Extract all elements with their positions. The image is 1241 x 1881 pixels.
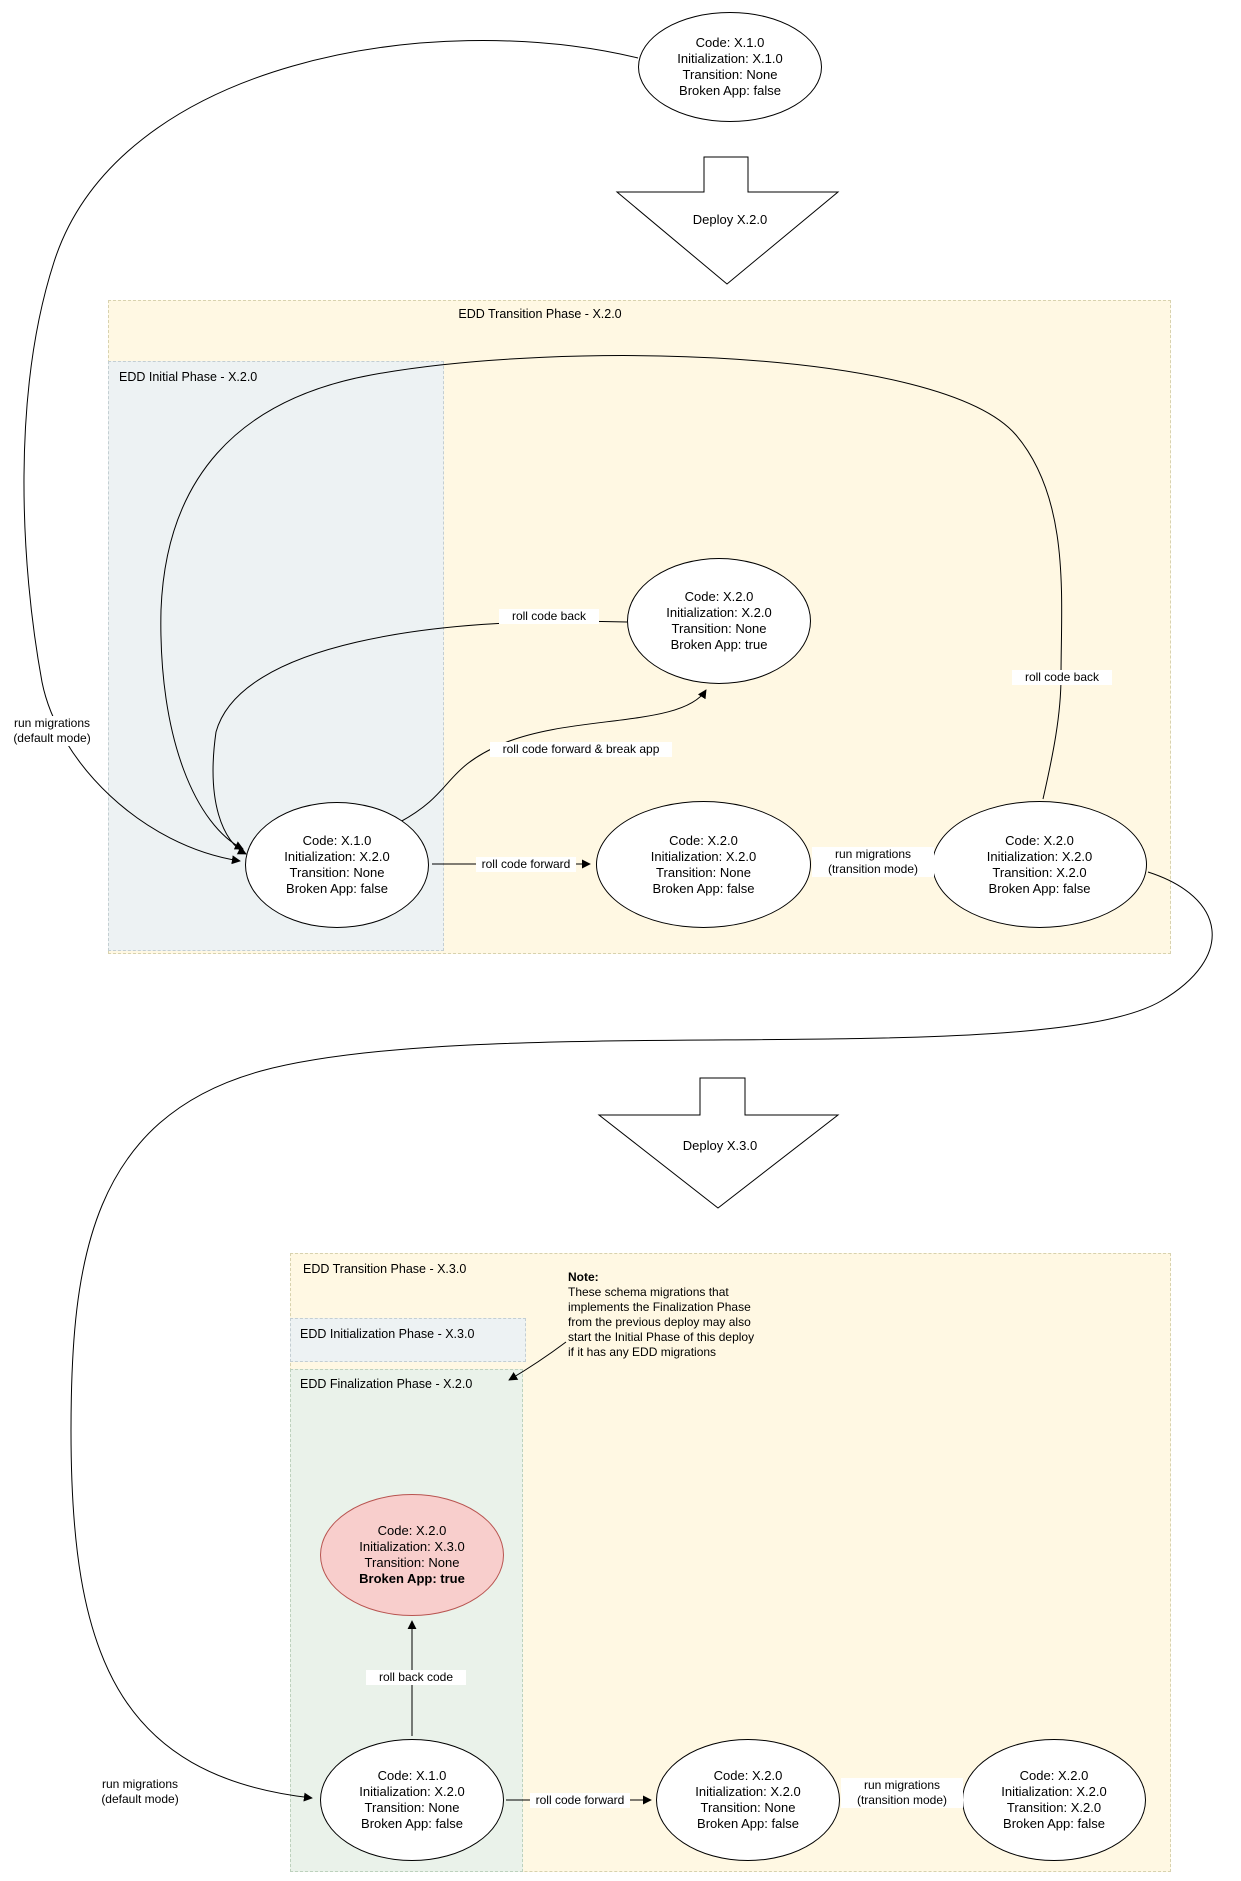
phase-label-transition-x3: EDD Transition Phase - X.3.0 — [303, 1262, 467, 1276]
node-line: Code: X.1.0 — [695, 35, 765, 50]
deploy-arrow-x3-shape — [597, 1077, 840, 1209]
state-node-t3-initial: Code: X.1.0 Initialization: X.2.0 Transi… — [320, 1739, 504, 1861]
node-line: Code: X.2.0 — [669, 832, 738, 848]
phase-label-initial-x2: EDD Initial Phase - X.2.0 — [119, 370, 258, 384]
node-line: Code: X.2.0 — [713, 1768, 783, 1783]
edge-label-line: (default mode) — [13, 731, 91, 745]
node-line: Code: X.1.0 — [302, 833, 372, 848]
edge-label-line: (transition mode) — [827, 862, 919, 876]
node-line: Broken App: false — [1003, 1816, 1105, 1831]
edge-roll-code-back-2 — [160, 355, 1063, 850]
node-line: Code: X.2.0 — [684, 589, 754, 604]
node-line: Initialization: X.2.0 — [1001, 1784, 1107, 1799]
edge-label-line: run migrations — [13, 716, 91, 730]
phase-box-initialization-x3 — [290, 1318, 526, 1362]
node-line: Transition: None — [700, 1800, 796, 1815]
edge-label-roll-code-forward-break: roll code forward & break app — [490, 742, 672, 757]
edge-label-run-migrations-default-2: run migrations (default mode) — [90, 1777, 190, 1807]
state-node-t3-broken: Code: X.2.0 Initialization: X.3.0 Transi… — [320, 1494, 504, 1616]
node-line: Code: X.2.0 — [377, 1523, 447, 1538]
edge-label-roll-code-forward-2: roll code forward — [530, 1793, 630, 1808]
node-line: Transition: X.2.0 — [992, 864, 1087, 880]
note-line: from the previous deploy may also — [568, 1315, 751, 1329]
state-node-t2-initial: Code: X.1.0 Initialization: X.2.0 Transi… — [245, 802, 429, 928]
node-line: Initialization: X.2.0 — [284, 849, 390, 864]
node-line: Initialization: X.2.0 — [666, 605, 772, 620]
edge-roll-code-forward-break — [399, 689, 707, 823]
state-node-t3-transition: Code: X.2.0 Initialization: X.2.0 Transi… — [962, 1739, 1146, 1861]
node-line: Initialization: X.2.0 — [359, 1784, 465, 1799]
edge-label-line: run migrations — [834, 847, 912, 861]
edge-note-pointer — [508, 1341, 567, 1381]
node-line: Code: X.1.0 — [377, 1768, 447, 1783]
edge-run-migrations-default-1 — [23, 40, 639, 865]
node-line: Transition: None — [364, 1555, 460, 1570]
note-title: Note: — [568, 1270, 599, 1284]
edge-run-migrations-default-2 — [70, 871, 1213, 1802]
node-line: Broken App: false — [361, 1816, 463, 1831]
node-line: Initialization: X.1.0 — [677, 51, 783, 66]
node-line: Transition: X.2.0 — [1006, 1800, 1102, 1815]
note-line: implements the Finalization Phase — [568, 1300, 751, 1314]
edge-label-line: (transition mode) — [856, 1793, 948, 1807]
note-line: These schema migrations that — [568, 1285, 729, 1299]
state-node-t2-current: Code: X.2.0 Initialization: X.2.0 Transi… — [596, 801, 811, 928]
phase-label-transition-x2: EDD Transition Phase - X.2.0 — [458, 307, 622, 321]
node-line: Code: X.2.0 — [1019, 1768, 1089, 1783]
edge-label-run-migrations-transition-1: run migrations (transition mode) — [812, 847, 934, 877]
phase-label-initialization-x3: EDD Initialization Phase - X.3.0 — [300, 1327, 475, 1341]
edge-label-line: run migrations — [863, 1778, 941, 1792]
edge-label-run-migrations-default-1: run migrations (default mode) — [4, 716, 100, 746]
edge-label-roll-back-code: roll back code — [366, 1670, 466, 1685]
phase-label-finalization-x2: EDD Finalization Phase - X.2.0 — [300, 1377, 473, 1391]
edge-label-run-migrations-transition-2: run migrations (transition mode) — [841, 1778, 963, 1808]
edge-label-line: (default mode) — [101, 1792, 179, 1806]
node-line: Broken App: true — [670, 637, 768, 652]
deploy-arrow-x2-shape — [615, 156, 840, 285]
note-line: start the Initial Phase of this deploy — [568, 1330, 755, 1344]
node-line: Transition: None — [289, 865, 385, 880]
node-line: Broken App: false — [988, 880, 1091, 896]
state-node-t3-current: Code: X.2.0 Initialization: X.2.0 Transi… — [656, 1739, 840, 1861]
node-line: Broken App: false — [679, 83, 781, 98]
deploy-label-x3: Deploy X.3.0 — [682, 1138, 758, 1153]
node-line: Transition: None — [656, 864, 751, 880]
node-line: Transition: None — [364, 1800, 460, 1815]
edge-roll-code-back-1 — [212, 620, 628, 855]
node-line: Broken App: true — [359, 1571, 465, 1586]
node-line: Broken App: false — [286, 881, 388, 896]
state-node-t2-broken: Code: X.2.0 Initialization: X.2.0 Transi… — [627, 558, 811, 684]
deploy-label-x2: Deploy X.2.0 — [692, 212, 768, 227]
node-line: Broken App: false — [697, 1816, 799, 1831]
edge-label-line: run migrations — [101, 1777, 179, 1791]
edge-label-roll-code-back-1: roll code back — [499, 609, 599, 624]
node-line: Code: X.2.0 — [1005, 832, 1074, 848]
node-line: Initialization: X.2.0 — [695, 1784, 801, 1799]
node-line: Transition: None — [671, 621, 767, 636]
node-line: Transition: None — [682, 67, 778, 82]
node-line: Initialization: X.2.0 — [650, 848, 757, 864]
node-line: Initialization: X.3.0 — [359, 1539, 465, 1554]
node-line: Broken App: false — [652, 880, 755, 896]
note-line: if it has any EDD migrations — [568, 1345, 717, 1359]
edge-label-roll-code-back-2: roll code back — [1012, 670, 1112, 685]
edge-label-roll-code-forward-1: roll code forward — [476, 857, 576, 872]
node-line: Initialization: X.2.0 — [986, 848, 1093, 864]
state-node-t2-transition: Code: X.2.0 Initialization: X.2.0 Transi… — [932, 801, 1147, 928]
state-node-start: Code: X.1.0 Initialization: X.1.0 Transi… — [638, 12, 822, 122]
note-block: Note: These schema migrations that imple… — [568, 1270, 808, 1360]
